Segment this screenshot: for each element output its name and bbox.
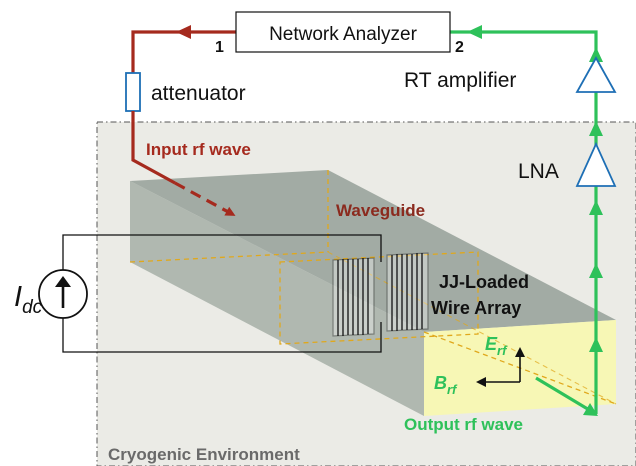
input-line-lower <box>131 111 176 185</box>
output-wave-arrow <box>583 403 598 416</box>
attenuator-block-icon <box>125 72 141 112</box>
output-wave-line <box>535 376 597 416</box>
jj-wire-array <box>332 252 429 337</box>
wire-array-label-line-2: Wire Array <box>431 298 521 318</box>
wire-array-block-left <box>332 257 375 337</box>
wire-array-cross-section <box>279 251 479 345</box>
output-path <box>450 25 603 416</box>
rt-amplifier-label: RT amplifier <box>404 69 516 92</box>
b-field-label: Brf <box>434 373 458 397</box>
cryogenic-environment-label: Cryogenic Environment <box>108 445 300 464</box>
waveguide-top-face <box>130 170 616 332</box>
current-source-up-arrow-icon <box>38 269 88 319</box>
field-axes <box>476 347 525 387</box>
output-wave-label: Output rf wave <box>404 415 523 434</box>
input-wave-label: Input rf wave <box>146 140 251 159</box>
current-label: Idc <box>14 281 43 318</box>
e-field-label: Erf <box>485 334 508 358</box>
waveguide-hidden-edge <box>327 251 617 405</box>
attenuator-label: attenuator <box>151 82 246 105</box>
output-up-arrow <box>589 121 603 136</box>
waveguide-front-face <box>130 181 424 416</box>
input-direction-arrow <box>176 25 191 39</box>
output-up-arrow <box>589 47 603 62</box>
output-up-arrow <box>589 263 603 278</box>
port-1-label: 1 <box>215 39 224 56</box>
waveguide-label: Waveguide <box>336 201 425 220</box>
input-path <box>125 25 236 216</box>
input-line-upper <box>131 30 236 73</box>
network-analyzer-label: Network Analyzer <box>269 24 418 45</box>
bias-wire-top <box>62 234 382 270</box>
input-wave-dashed-arrow <box>174 181 236 216</box>
wire-array-block-right <box>386 252 429 332</box>
waveguide-hidden-edge <box>129 251 329 263</box>
output-up-arrow <box>589 337 603 352</box>
port-2-label: 2 <box>455 39 464 56</box>
output-direction-arrow <box>467 25 482 39</box>
output-line <box>450 30 598 414</box>
lna-amplifier-triangle-icon <box>575 141 617 187</box>
bias-wire-bottom <box>62 318 382 353</box>
dc-bias-circuit: Idc <box>14 234 382 353</box>
rt-amplifier-triangle-icon <box>575 56 617 93</box>
output-up-arrow <box>589 200 603 215</box>
network-analyzer-box <box>235 11 451 53</box>
lna-label: LNA <box>518 160 559 183</box>
wire-array-label-line-1: JJ-Loaded <box>439 272 529 292</box>
